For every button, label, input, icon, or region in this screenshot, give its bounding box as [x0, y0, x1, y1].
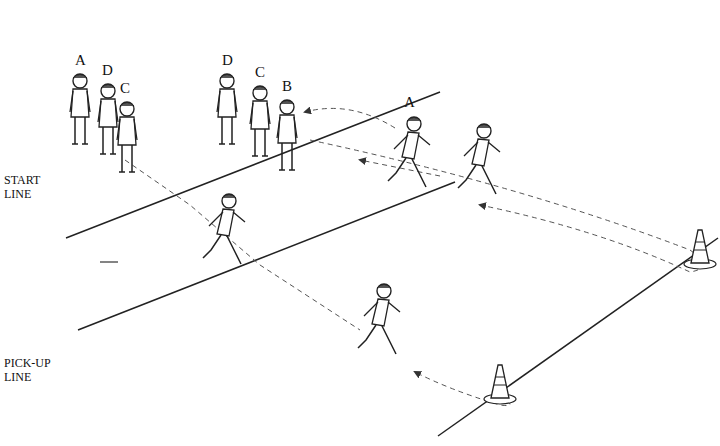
far-line: [438, 238, 718, 436]
runner: [203, 194, 245, 264]
player-letter: B: [282, 78, 302, 95]
player: [70, 74, 90, 144]
line-label: PICK-UP LINE: [4, 357, 66, 385]
player-letter: D: [102, 62, 122, 79]
cone: [684, 230, 716, 269]
player-letter: A: [404, 94, 424, 111]
player: [277, 100, 297, 170]
player-letter: D: [222, 52, 242, 69]
player: [98, 84, 118, 154]
run-path: [125, 108, 703, 405]
pick-up-line: [78, 182, 455, 330]
player-letter: C: [120, 80, 140, 97]
player: [250, 86, 270, 156]
runner: [458, 124, 500, 194]
player: [217, 74, 237, 144]
runner: [388, 117, 430, 187]
player: [117, 102, 137, 172]
player-letter: C: [255, 64, 275, 81]
cone: [484, 365, 516, 404]
runner: [358, 284, 400, 354]
dash-mark: [100, 261, 118, 262]
player-letter: A: [75, 52, 95, 69]
line-label: START LINE: [4, 174, 59, 202]
